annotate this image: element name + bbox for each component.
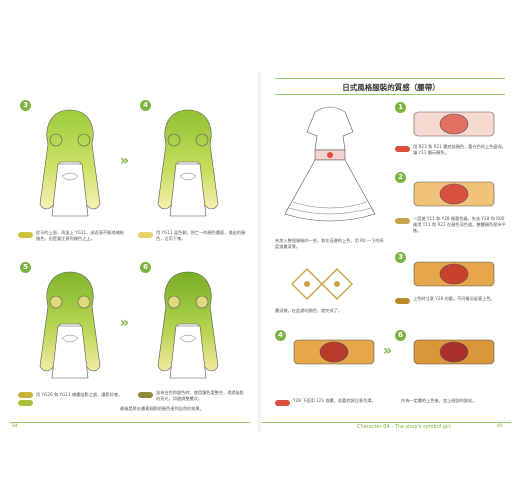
next-arrow-icon: » [120,153,130,169]
character-drawing-step6 [157,271,219,379]
page-number: 95 [497,424,503,429]
header-rule [275,78,505,79]
extra-note: 最後是將去畫素細節把顏色達到自然的效果。 [120,406,204,411]
step-caption: 用 YG11 混色剩，把亡一的顏色畫面，描出的顏色，沿用下來。 [156,230,246,241]
character-drawing-step3 [39,109,101,217]
side-note: 畫這樣，在此處的顏色，就完成了。 [275,308,343,313]
dress-lineart [284,106,376,222]
step-badge: 6 [395,330,406,341]
step-badge: 4 [140,100,151,111]
footer-rule [10,422,250,423]
book-gutter [258,72,262,432]
next-arrow-icon: » [120,315,130,331]
footer-rule [261,422,511,423]
marker-swatch [275,400,290,406]
side-note: 先加入整個服裝的一些，和在這邊的上色，用 R0 一下的亮度描畫背景。 [275,238,384,249]
marker-swatch [395,218,410,224]
belt-drawing-step3 [413,261,495,287]
right-page: 日式風格服裝的質感（腰帶） 先加入整個服裝的一些，和在這邊的上色，用 R0 一下… [261,72,520,432]
left-page: 3 » 從牙的上面，再塗上 YG11，或逐漸不斷地補給顏色，但是要注意到顏色之上… [0,72,259,432]
marker-swatch [18,400,33,406]
step-badge: 3 [395,252,406,263]
chapter-footer: Character 04 - The shop's symbol girl [357,424,451,430]
step-caption: 一度使 Y11 和 Y28 複量色疊，先塗 Y28 和 R00 後用 Y11 和… [413,216,506,233]
belt-drawing-step4 [293,339,375,365]
step-caption: Y28 下面用 121 描畫，若要底調注意色澤。 [293,398,376,403]
next-arrow-icon: » [383,343,393,359]
pattern-sample [291,268,353,300]
character-drawing-step5 [39,271,101,379]
marker-swatch [18,232,33,238]
character-drawing-step4 [157,109,219,217]
step-badge: 2 [395,172,406,183]
step-caption: 塗抹白色和變色時，使用讓色度整合，透過陰影的亮光，如邊調整層次。 [156,390,244,401]
step-caption: 上色時注意 Y28 的量。不同情況留意上色。 [413,296,495,301]
marker-swatch [18,392,33,398]
page-title: 日式風格服裝的質感（腰帶） [342,83,440,92]
page-number: 94 [12,424,18,429]
step-caption: 作為一定畫的上色後，加上細部的變化。 [401,398,477,403]
step-badge: 3 [20,100,31,111]
step-badge: 5 [20,262,31,273]
header-rule [275,94,505,95]
belt-drawing-step1 [413,111,495,137]
belt-drawing-step2 [413,181,495,207]
marker-swatch [395,298,410,304]
step-badge: 6 [140,262,151,273]
marker-swatch [395,146,410,152]
marker-swatch [138,392,153,398]
belt-drawing-step6 [413,339,495,365]
step-caption: 用 YG26 和 YG11 補畫陰影之處，讓影好會。 [36,392,123,397]
step-caption: 從牙的上面，再塗上 YG11，或逐漸不斷地補給顏色，但是要注意到顏色之上。 [36,230,124,241]
step-badge: 4 [275,330,286,341]
step-caption: 用 R23 和 R21 畫底部顏色，要在色的上色變深。讓 Y11 顯示顏色。 [413,144,506,155]
step-badge: 1 [395,102,406,113]
marker-swatch [138,232,153,238]
